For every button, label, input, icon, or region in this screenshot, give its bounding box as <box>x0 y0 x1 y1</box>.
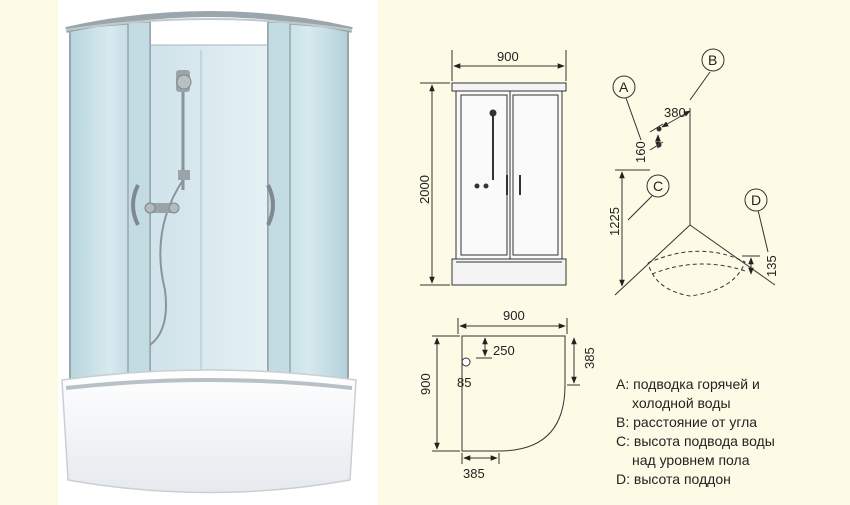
legend-row-a-cont: холодной воды <box>632 395 731 411</box>
front-width-label: 900 <box>497 49 519 64</box>
marker-b-circle <box>701 48 725 72</box>
marker-b-label: B <box>708 52 717 68</box>
inlet-spacing-label: 160 <box>633 141 648 163</box>
radius-offset-x-label: 385 <box>463 466 485 481</box>
marker-a-label: A <box>619 79 629 95</box>
drain-symbol <box>461 357 471 367</box>
front-view-drawing <box>420 50 567 286</box>
marker-d-circle <box>744 188 768 212</box>
legend-row-a: A: подводка горячей и <box>616 376 760 392</box>
connection-view-drawing <box>614 71 776 297</box>
legend-row-c-cont: над уровнем пола <box>632 452 750 468</box>
marker-d-label: D <box>751 192 761 208</box>
plan-view-drawing <box>432 318 580 464</box>
marker-c-label: C <box>653 178 663 194</box>
marker-a-circle <box>612 75 636 99</box>
connection-markers: A B C D <box>612 48 768 212</box>
legend-row-c: C: высота подвода воды <box>616 433 775 449</box>
shower-cabin-photo <box>58 0 378 505</box>
legend-row-d: D: высота поддон <box>616 471 731 487</box>
legend-row-b: B: расстояние от угла <box>616 414 758 430</box>
radius-offset-y-label: 385 <box>582 347 597 369</box>
tray-height-label: 135 <box>764 255 779 277</box>
distance-from-corner-label: 380 <box>664 105 686 120</box>
front-height-label: 2000 <box>417 175 432 204</box>
plan-width-label: 900 <box>503 308 525 323</box>
inlet-height-label: 1225 <box>607 207 622 236</box>
drain-diameter-label: 85 <box>457 375 471 390</box>
legend: A: подводка горячей и холодной воды B: р… <box>616 375 846 489</box>
plan-depth-label: 900 <box>418 373 433 395</box>
marker-c-circle <box>646 174 670 198</box>
drain-offset-label: 250 <box>493 343 515 358</box>
